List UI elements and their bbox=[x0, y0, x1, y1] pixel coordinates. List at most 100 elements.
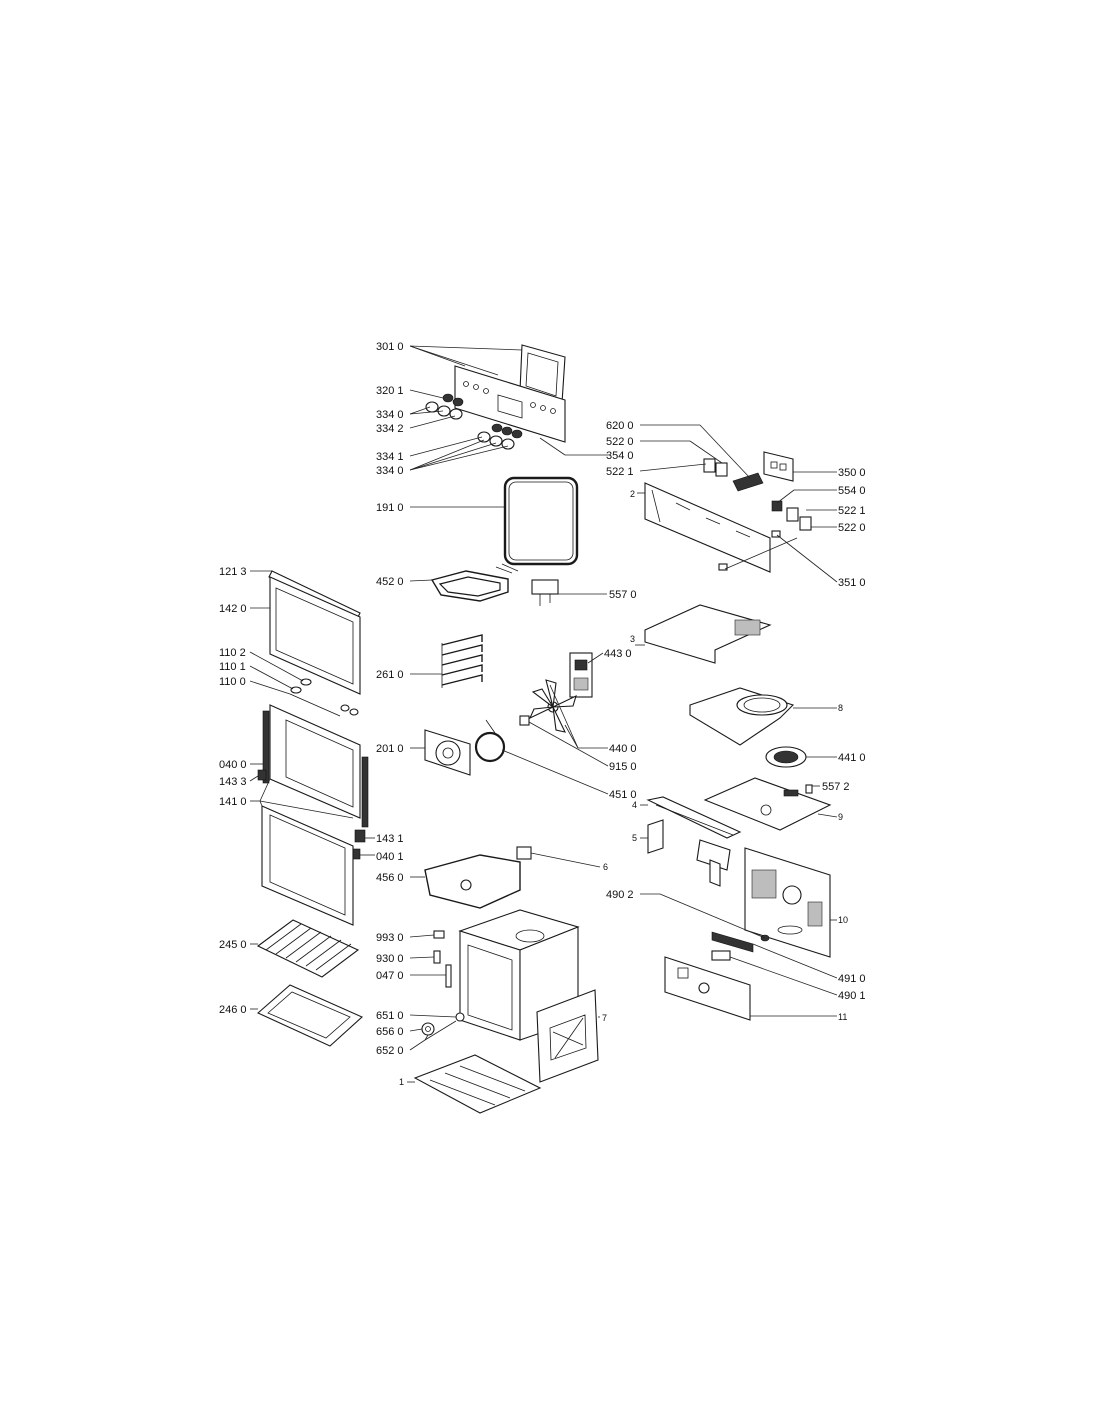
grill-element bbox=[430, 563, 519, 602]
top-panel bbox=[703, 777, 832, 831]
label-491-0: 491 0 bbox=[838, 973, 866, 985]
label-191-0: 191 0 bbox=[376, 502, 404, 514]
thermostat-bulb bbox=[531, 579, 559, 606]
label-350-0: 350 0 bbox=[838, 467, 866, 479]
label-4: 4 bbox=[632, 800, 637, 810]
label-110-2: 110 2 bbox=[219, 647, 246, 659]
label-930-0: 930 0 bbox=[376, 953, 404, 965]
label-040-0: 040 0 bbox=[219, 759, 247, 771]
label-652-0: 652 0 bbox=[376, 1045, 404, 1057]
top-cover-plate bbox=[644, 604, 772, 664]
label-246-0: 246 0 bbox=[219, 1004, 247, 1016]
label-6: 6 bbox=[603, 862, 608, 872]
label-040-1: 040 1 bbox=[376, 851, 404, 863]
label-554-0: 554 0 bbox=[838, 485, 866, 497]
label-110-0: 110 0 bbox=[219, 676, 246, 688]
fan-cover bbox=[424, 729, 471, 776]
wire-shelf bbox=[256, 919, 360, 978]
circular-element bbox=[474, 719, 506, 763]
leader-lines bbox=[249, 345, 838, 1083]
label-522-1-a: 522 1 bbox=[606, 466, 634, 478]
lamp-parts bbox=[421, 1012, 465, 1036]
label-201-0: 201 0 bbox=[376, 743, 404, 755]
label-8: 8 bbox=[838, 703, 843, 713]
label-334-2: 334 2 bbox=[376, 423, 404, 435]
label-656-0: 656 0 bbox=[376, 1026, 404, 1038]
label-522-0-a: 522 0 bbox=[606, 436, 634, 448]
relay-module-right bbox=[771, 500, 812, 531]
label-11: 11 bbox=[838, 1012, 847, 1022]
label-522-1-b: 522 1 bbox=[838, 505, 866, 517]
control-knobs-lower bbox=[477, 423, 523, 450]
label-141-0: 141 0 bbox=[219, 796, 247, 808]
label-1: 1 bbox=[399, 1077, 404, 1087]
control-knobs-upper bbox=[425, 393, 464, 420]
label-110-1: 110 1 bbox=[219, 661, 246, 673]
rear-panel bbox=[744, 847, 831, 958]
label-143-1: 143 1 bbox=[376, 833, 404, 845]
shelf-runners bbox=[441, 634, 483, 688]
label-142-0: 142 0 bbox=[219, 603, 247, 615]
label-351-0: 351 0 bbox=[838, 577, 866, 589]
label-557-2: 557 2 bbox=[822, 781, 850, 793]
label-443-0: 443 0 bbox=[604, 648, 632, 660]
label-651-0: 651 0 bbox=[376, 1010, 404, 1022]
label-261-0: 261 0 bbox=[376, 669, 404, 681]
middle-door-glass bbox=[269, 704, 361, 819]
label-451-0: 451 0 bbox=[609, 789, 637, 801]
label-452-0: 452 0 bbox=[376, 576, 404, 588]
door-spacers bbox=[289, 678, 359, 717]
label-490-1: 490 1 bbox=[838, 990, 866, 1002]
label-320-1: 320 1 bbox=[376, 385, 404, 397]
label-143-3: 143 3 bbox=[219, 776, 247, 788]
air-duct-channel bbox=[646, 796, 742, 839]
outer-door-glass bbox=[269, 576, 361, 695]
part-labels: 301 0 320 1 334 0 334 2 334 1 334 0 191 … bbox=[219, 341, 866, 1087]
label-456-0: 456 0 bbox=[376, 872, 404, 884]
terminal-block bbox=[732, 472, 764, 492]
label-620-0: 620 0 bbox=[606, 420, 634, 432]
bottom-heating-element bbox=[424, 846, 532, 909]
label-441-0: 441 0 bbox=[838, 752, 866, 764]
label-915-0: 915 0 bbox=[609, 761, 637, 773]
rear-cavity-panel bbox=[536, 989, 599, 1083]
label-3: 3 bbox=[630, 634, 635, 644]
terminal-parts bbox=[711, 931, 770, 961]
label-301-0: 301 0 bbox=[376, 341, 404, 353]
label-10: 10 bbox=[838, 915, 848, 925]
label-334-0-b: 334 0 bbox=[376, 465, 404, 477]
door-hinge-left bbox=[257, 710, 270, 784]
label-245-0: 245 0 bbox=[219, 939, 247, 951]
door-hinge-right bbox=[351, 756, 369, 860]
control-panel-fascia bbox=[454, 365, 566, 443]
label-7: 7 bbox=[602, 1013, 607, 1023]
side-bracket bbox=[647, 819, 731, 887]
label-5: 5 bbox=[632, 833, 637, 843]
base-rail bbox=[664, 956, 751, 1021]
label-121-3: 121 3 bbox=[219, 566, 247, 578]
label-557-0: 557 0 bbox=[609, 589, 637, 601]
timer-module bbox=[763, 451, 794, 482]
label-334-0-a: 334 0 bbox=[376, 409, 404, 421]
relay-module-left bbox=[703, 458, 728, 477]
label-522-0-b: 522 0 bbox=[838, 522, 866, 534]
tangential-fan bbox=[765, 746, 807, 768]
label-2: 2 bbox=[630, 489, 635, 499]
label-047-0: 047 0 bbox=[376, 970, 404, 982]
label-9: 9 bbox=[838, 812, 843, 822]
label-993-0: 993 0 bbox=[376, 932, 404, 944]
fan-motor bbox=[569, 652, 593, 698]
door-seal bbox=[503, 476, 579, 566]
label-354-0: 354 0 bbox=[606, 450, 634, 462]
label-440-0: 440 0 bbox=[609, 743, 637, 755]
cooling-duct bbox=[689, 687, 795, 746]
baking-tray bbox=[256, 984, 363, 1047]
label-490-2: 490 2 bbox=[606, 889, 634, 901]
cavity-small-parts bbox=[433, 930, 452, 988]
bottom-panel bbox=[413, 1054, 542, 1114]
connector-clips bbox=[718, 530, 781, 571]
control-bracket bbox=[644, 482, 771, 573]
inner-door-glass bbox=[261, 805, 354, 926]
label-334-1: 334 1 bbox=[376, 451, 404, 463]
